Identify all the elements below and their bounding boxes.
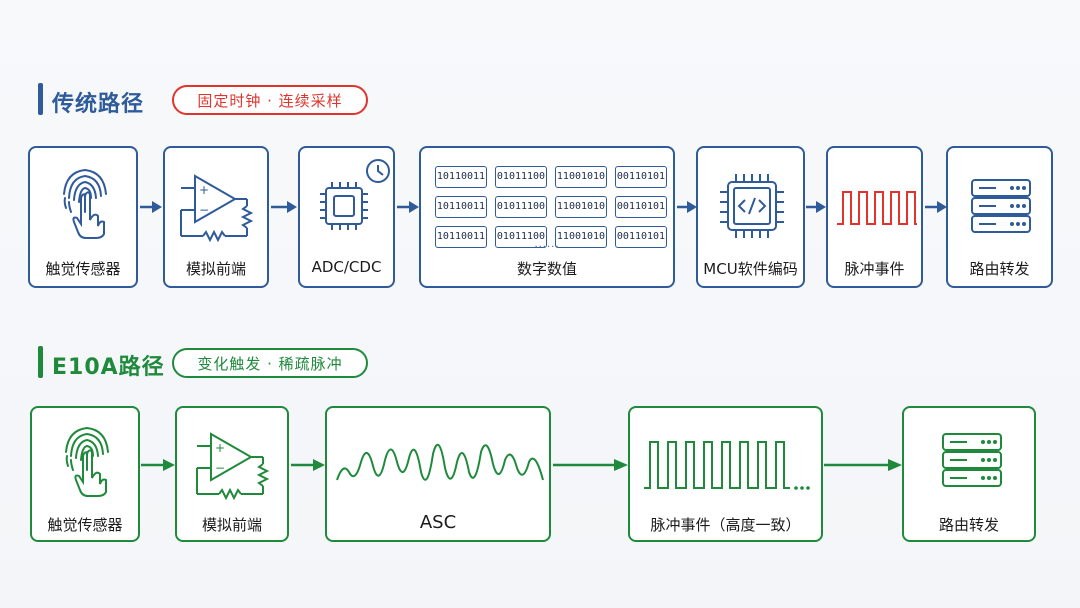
code-chip-icon <box>720 174 784 238</box>
binary-value: 11001010 <box>555 166 607 188</box>
pulse-train-icon <box>837 191 917 225</box>
binary-value: 10110011 <box>435 196 487 218</box>
title-accent-bar <box>38 346 43 378</box>
arrow-right-icon <box>677 201 697 213</box>
binary-value: 01011100 <box>495 166 547 188</box>
binary-value: 11001010 <box>555 226 607 248</box>
pulse-train-icon <box>644 441 810 490</box>
traditional-path-tag: 固定时钟 · 连续采样 <box>172 85 368 115</box>
step-label: 触觉传感器 <box>47 516 123 534</box>
binary-values-grid: 10110011 01011100 11001010 00110101 1011… <box>435 166 667 248</box>
op-amp-icon: + − <box>196 432 270 501</box>
title-accent-bar <box>38 83 43 115</box>
step-label: MCU软件编码 <box>703 260 798 278</box>
step-label: 脉冲事件（高度一致） <box>650 516 801 534</box>
svg-text:−: − <box>215 461 225 475</box>
step-label: 模拟前端 <box>185 260 246 278</box>
fingerprint-touch-icon <box>65 426 109 497</box>
e10a-path-tag: 变化触发 · 稀疏脉冲 <box>172 348 368 378</box>
binary-value: 10110011 <box>435 226 487 248</box>
binary-value: 11001010 <box>555 196 607 218</box>
step-asc: ASC <box>325 406 551 542</box>
traditional-path-title: 传统路径 <box>52 92 145 117</box>
arrow-right-icon <box>271 201 297 213</box>
binary-value: 00110101 <box>615 196 667 218</box>
svg-text:+: + <box>199 183 209 197</box>
step-touch-sensor: 触觉传感器 <box>28 146 138 288</box>
e10a-path-title: E10A路径 <box>52 355 165 380</box>
binary-value: 00110101 <box>615 166 667 188</box>
fingerprint-touch-icon <box>63 168 107 239</box>
step-routing: 路由转发 <box>946 146 1053 288</box>
svg-text:+: + <box>215 441 225 455</box>
server-icon <box>942 433 1002 487</box>
step-label: 脉冲事件 <box>844 260 905 278</box>
step-label: 路由转发 <box>938 516 999 534</box>
step-label: 触觉传感器 <box>45 260 121 278</box>
analog-waveform-icon <box>336 443 544 481</box>
binary-value: 01011100 <box>495 196 547 218</box>
step-label: ADC/CDC <box>311 258 382 276</box>
arrow-right-icon <box>397 201 419 213</box>
arrow-right-icon <box>141 459 175 471</box>
step-label: 模拟前端 <box>201 516 262 534</box>
arrow-right-icon <box>824 459 902 471</box>
binary-value: 00110101 <box>615 226 667 248</box>
chip-clock-icon <box>320 159 390 230</box>
arrow-right-icon <box>925 201 947 213</box>
arrow-right-icon <box>553 459 628 471</box>
arrow-right-icon <box>140 201 162 213</box>
step-label: ASC <box>419 512 457 533</box>
binary-value: 01011100 <box>495 226 547 248</box>
step-adc-cdc: ADC/CDC <box>298 146 395 288</box>
server-icon <box>971 179 1031 233</box>
step-mcu-encoding: MCU软件编码 <box>696 146 805 288</box>
step-routing: 路由转发 <box>902 406 1036 542</box>
step-pulse-events: 脉冲事件 <box>826 146 923 288</box>
step-analog-front-end: + − 模拟前端 <box>175 406 289 542</box>
op-amp-icon: + − <box>180 174 254 243</box>
step-digital-values: 10110011 01011100 11001010 00110101 1011… <box>419 146 675 288</box>
arrow-right-icon <box>291 459 325 471</box>
svg-text:−: − <box>199 203 209 217</box>
step-label: 路由转发 <box>969 260 1030 278</box>
step-label: 数字数值 <box>516 260 577 278</box>
arrow-right-icon <box>806 201 826 213</box>
step-analog-front-end: + − 模拟前端 <box>163 146 269 288</box>
more-values-ellipsis: ...... <box>534 239 560 250</box>
step-pulse-events-uniform: 脉冲事件（高度一致） <box>628 406 823 542</box>
step-touch-sensor: 触觉传感器 <box>30 406 140 542</box>
binary-value: 10110011 <box>435 166 487 188</box>
